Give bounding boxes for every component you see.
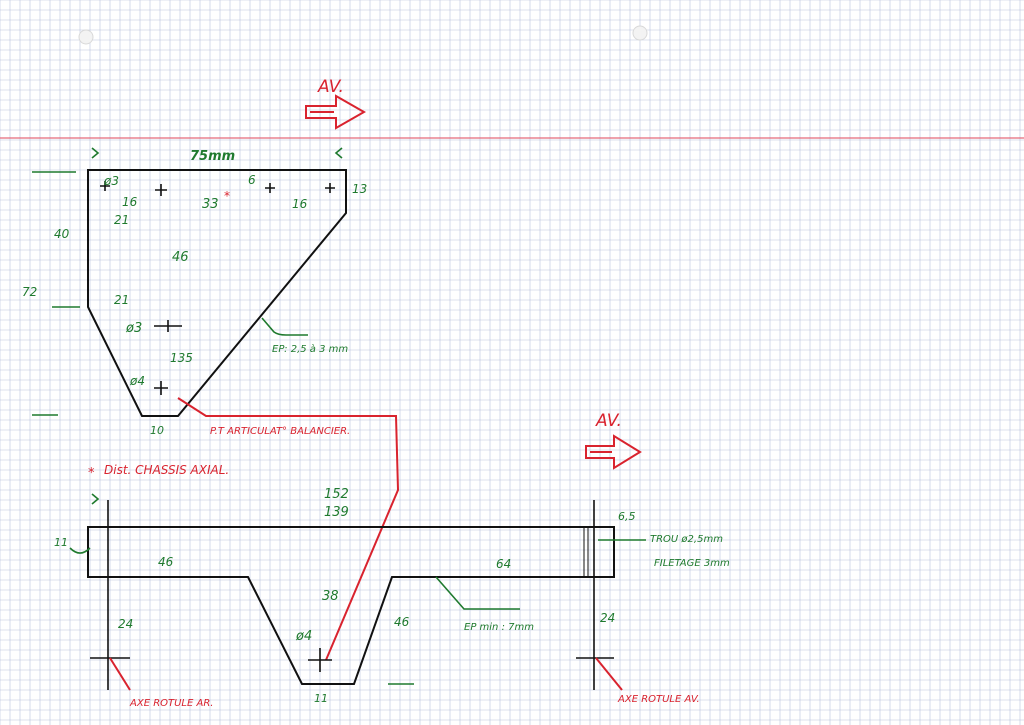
dim-64: 64 (496, 557, 511, 571)
dim-24-left: 24 (118, 617, 133, 631)
dim-11-side: 11 (54, 536, 68, 549)
dim-11-bottom: 11 (314, 692, 328, 705)
dim-46-right: 46 (394, 615, 410, 629)
dim-135: 135 (170, 351, 193, 365)
dim-dia-3-top: ø3 (103, 174, 119, 188)
axial-note-text: Dist. CHASSIS AXIAL. (104, 463, 229, 477)
hole-note-line1: TROU ø2,5mm (650, 534, 723, 545)
dim-13: 13 (352, 182, 367, 196)
forward-label-top: AV. (317, 77, 344, 97)
axial-note-marker: * (88, 466, 95, 481)
pivot-leader (177, 397, 400, 661)
forward-arrow-top (305, 94, 367, 130)
dim-6: 6 (248, 173, 256, 187)
dim-21-upper: 21 (114, 213, 129, 227)
dim-dia-3-mid: ø3 (125, 321, 142, 336)
asterisk-33: * (224, 189, 230, 203)
dim-72: 72 (22, 285, 37, 299)
dim-152: 152 (324, 487, 349, 502)
dim-40: 40 (54, 227, 70, 241)
dim-33: 33 (202, 197, 219, 212)
dim-width-75: 75mm (190, 149, 235, 164)
top-part-outline (87, 169, 347, 417)
dim-24-right: 24 (600, 611, 615, 625)
front-axis-label: AXE ROTULE AV. (617, 694, 700, 705)
rear-axis-label: AXE ROTULE AR. (129, 698, 213, 709)
dim-dia-4-top: ø4 (129, 374, 145, 388)
top-part-dimension-lines (32, 147, 343, 416)
dim-139: 139 (324, 505, 349, 520)
pivot-note: P.T ARTICULAT° BALANCIER. (210, 426, 350, 437)
dim-38: 38 (322, 589, 339, 604)
dim-21-lower: 21 (114, 293, 129, 307)
dim-10: 10 (150, 424, 164, 437)
forward-arrow-bottom (585, 434, 642, 470)
top-part-holes (100, 181, 335, 395)
top-part-drawing (87, 169, 347, 417)
front-axis-leader (595, 657, 623, 691)
hole-note-line2: FILETAGE 3mm (654, 558, 730, 569)
rear-axis-leader (109, 657, 131, 691)
dim-6-5: 6,5 (618, 510, 636, 523)
dim-16-right: 16 (292, 197, 308, 211)
forward-label-bottom: AV. (595, 411, 622, 431)
bottom-part-drawing (87, 500, 615, 690)
binder-hole-left (78, 29, 94, 45)
bottom-part-outline (87, 526, 615, 685)
bottom-part-dimension-lines (69, 493, 646, 685)
thickness-note: EP: 2,5 à 3 mm (272, 343, 348, 355)
dim-16-left: 16 (122, 195, 138, 209)
binder-hole-right (632, 25, 648, 41)
dim-46-left: 46 (158, 555, 174, 569)
dim-dia-4-bottom: ø4 (295, 629, 312, 644)
dim-46: 46 (172, 250, 189, 265)
min-thickness-note: EP min : 7mm (464, 622, 534, 633)
